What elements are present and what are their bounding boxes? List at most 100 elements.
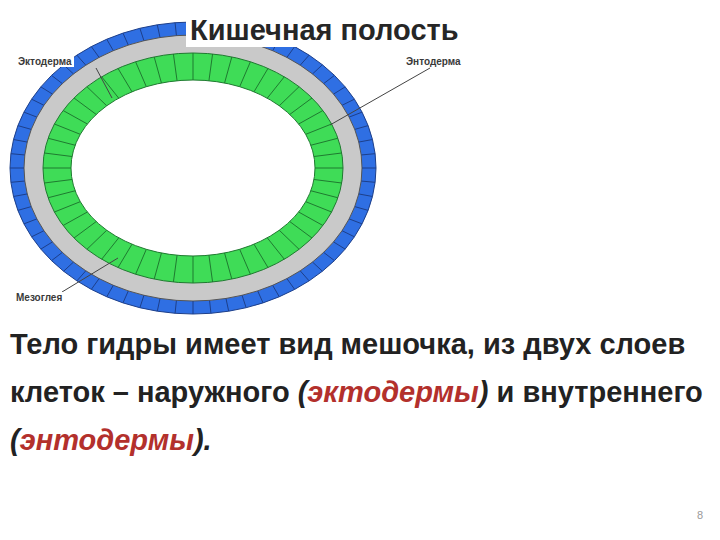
cell-border (175, 23, 176, 36)
cell-border (311, 191, 338, 198)
cell-border (258, 291, 263, 303)
body-text: Тело гидры имеет вид мешочка, из двух сл… (10, 320, 716, 464)
cell-border (313, 65, 323, 74)
cell-border (140, 28, 144, 40)
cell-border (226, 298, 229, 311)
cell-border (349, 219, 362, 224)
cell-border (314, 153, 342, 157)
cell-border (140, 295, 144, 307)
cell-border (32, 231, 44, 237)
cell-border (10, 168, 24, 169)
leader-line (62, 258, 118, 292)
cell-border (118, 244, 132, 267)
cell-border (52, 252, 63, 260)
cell-border (359, 194, 373, 197)
cell-border (54, 202, 80, 212)
cell-border (361, 154, 375, 155)
mesoglea-layer (24, 35, 362, 301)
cell-border (87, 87, 107, 106)
cell-border (209, 54, 213, 81)
cell-border (136, 249, 147, 274)
cell-border (306, 202, 332, 212)
cell-border (173, 255, 177, 282)
cell-border (44, 153, 72, 157)
cell-border (361, 181, 375, 182)
cell-border (136, 62, 147, 87)
layer-label: Энтодерма (404, 56, 463, 67)
cell-border (273, 285, 280, 296)
sentence-part: и внутреннего (488, 376, 710, 408)
cell-border (63, 111, 87, 125)
cell-border (18, 207, 31, 211)
cell-border (254, 244, 268, 267)
cell-border (48, 138, 75, 145)
cell-border (267, 238, 284, 259)
cell-border (77, 55, 86, 65)
cell-border (18, 126, 31, 130)
cell-border (359, 140, 373, 143)
cell-border (11, 181, 25, 182)
cell-border (41, 242, 53, 249)
cell-border (107, 285, 114, 296)
cell-border (44, 179, 72, 183)
cell-border (91, 279, 99, 290)
cell-border (123, 33, 128, 45)
cell-border (240, 249, 251, 274)
cell-border (314, 179, 342, 183)
cell-border (362, 168, 376, 169)
cell-border (306, 124, 332, 134)
cell-border (209, 255, 213, 282)
cell-border (300, 55, 309, 65)
cell-border (193, 301, 194, 314)
cell-border (24, 219, 37, 224)
cell-border (14, 194, 28, 197)
slide-title: Кишечная полость (186, 14, 463, 47)
cell-border (225, 57, 232, 83)
cell-border (154, 253, 161, 279)
cell-border (299, 212, 323, 226)
cell-border (210, 300, 211, 313)
sentence-part: ( (298, 376, 308, 408)
cell-border (240, 62, 251, 87)
cell-border (74, 98, 96, 114)
leader-line (96, 68, 112, 98)
cell-border (24, 112, 37, 117)
cell-border (43, 168, 71, 169)
cell-border (324, 252, 335, 260)
cell-border (173, 54, 177, 81)
cell-border (290, 98, 312, 114)
cell-border (87, 230, 107, 249)
cell-border (311, 138, 338, 145)
cell-border (225, 253, 232, 279)
cell-border (11, 154, 25, 155)
cell-border (77, 271, 86, 281)
cell-border (118, 68, 132, 91)
sentence-part: ). (194, 424, 212, 456)
cell-border (279, 230, 299, 249)
cell-border (123, 291, 128, 303)
cell-border (157, 298, 160, 311)
cell-border (290, 222, 312, 238)
cell-border (254, 68, 268, 91)
cell-border (355, 126, 368, 130)
cell-border (313, 262, 323, 271)
leader-line (330, 68, 430, 125)
cell-borders (10, 22, 376, 314)
cell-border (107, 39, 114, 50)
cell-border (334, 242, 346, 249)
cell-border (324, 75, 335, 83)
ectoderm-layer (10, 22, 376, 314)
cell-border (193, 256, 194, 283)
cell-border (334, 87, 346, 94)
cell-border (279, 87, 299, 106)
layer-label: Эктодерма (16, 56, 74, 67)
page-number: 8 (697, 509, 703, 521)
gut-cavity (71, 80, 315, 256)
cell-border (287, 47, 295, 58)
cell-border (342, 231, 354, 237)
cell-border (267, 77, 284, 98)
cell-border (48, 191, 75, 198)
cell-border (355, 207, 368, 211)
cell-border (299, 111, 323, 125)
cell-border (52, 75, 63, 83)
